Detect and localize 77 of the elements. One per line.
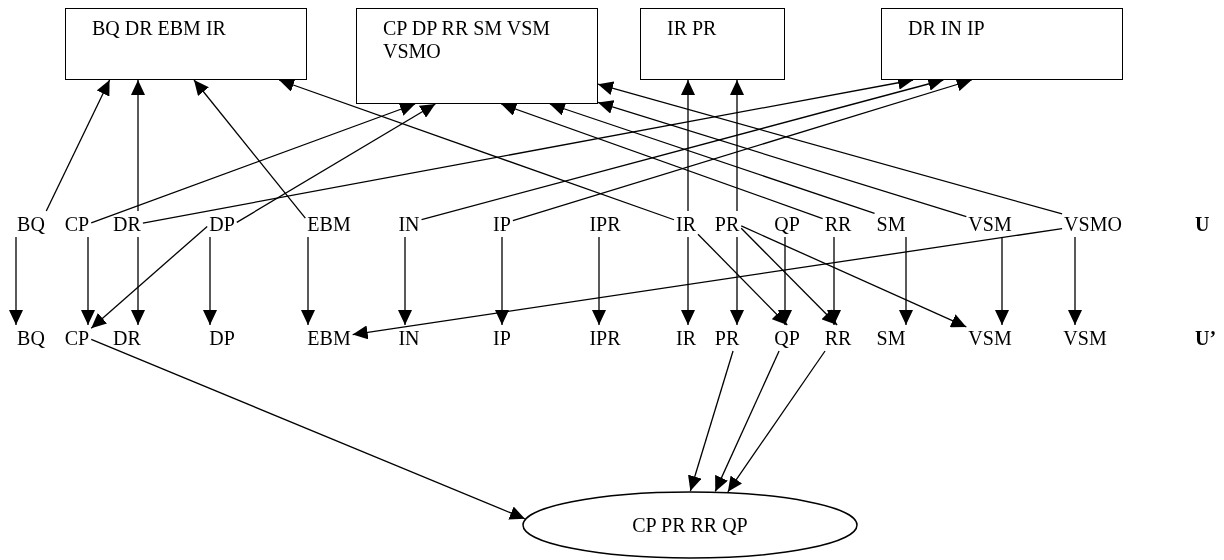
variable-label: QP — [772, 325, 802, 351]
arrow — [131, 79, 145, 212]
arrow — [681, 79, 695, 212]
process-box — [640, 8, 785, 80]
variable-label: BQ — [15, 211, 47, 237]
arrow — [301, 236, 315, 326]
arrow — [236, 103, 436, 223]
arrow — [9, 236, 23, 326]
variable-label: SM — [874, 325, 908, 351]
variable-label: PR — [712, 325, 742, 351]
arrow — [597, 100, 967, 218]
box-label: IR PR — [667, 17, 717, 40]
arrow — [90, 338, 526, 520]
variable-label: VSM — [1061, 325, 1109, 351]
arrow — [597, 81, 1063, 215]
box-label: BQ DR EBM IR — [92, 17, 226, 40]
arrow — [90, 102, 416, 224]
arrow — [1068, 236, 1082, 326]
variable-label: RR — [822, 211, 854, 237]
arrow — [727, 350, 826, 493]
variable-label: IPR — [587, 211, 623, 237]
arrow — [549, 102, 876, 215]
arrow — [714, 350, 780, 493]
arrow — [995, 236, 1009, 326]
variable-label: VSM — [966, 211, 1014, 237]
variable-label: QP — [772, 211, 802, 237]
variable-label: IP — [491, 325, 513, 351]
variable-label: VSMO — [1062, 211, 1124, 237]
variable-label: IP — [491, 211, 513, 237]
variable-label: IR — [674, 211, 698, 237]
row-label: U’ — [1195, 326, 1217, 350]
arrow — [193, 79, 306, 219]
arrow — [592, 236, 606, 326]
arrow — [131, 236, 145, 326]
arrow — [681, 236, 695, 326]
arrow — [398, 236, 412, 326]
variable-label: EBM — [305, 211, 353, 237]
variable-label: CP — [62, 325, 92, 351]
arrow — [740, 225, 967, 328]
variable-label: IN — [396, 325, 422, 351]
arrow — [45, 79, 111, 212]
arrow — [352, 227, 1063, 340]
ellipse-label: CP PR RR QP — [632, 513, 748, 537]
row-label: U — [1195, 212, 1210, 236]
arrow — [899, 236, 913, 326]
variable-label: IPR — [587, 325, 623, 351]
arrow — [778, 236, 792, 326]
variable-label: DR — [111, 211, 143, 237]
variable-label: PR — [712, 211, 742, 237]
process-box — [881, 8, 1123, 80]
arrow — [740, 227, 838, 326]
variable-label: VSM — [966, 325, 1014, 351]
variable-label: DP — [207, 211, 237, 237]
variable-label: IR — [674, 325, 698, 351]
variable-label: RR — [822, 325, 854, 351]
variable-label: DP — [207, 325, 237, 351]
arrow — [730, 79, 744, 212]
arrow — [203, 236, 217, 326]
arrow — [730, 236, 744, 326]
variable-label: IN — [396, 211, 422, 237]
arrow — [827, 236, 841, 326]
variable-label: BQ — [15, 325, 47, 351]
arrow — [495, 236, 509, 326]
arrow — [500, 102, 824, 220]
variable-label: CP — [62, 211, 92, 237]
box-label: DR IN IP — [908, 17, 985, 40]
variable-label: SM — [874, 211, 908, 237]
arrow — [81, 236, 95, 326]
process-box — [65, 8, 307, 80]
variable-label: DR — [111, 325, 143, 351]
arrow — [697, 233, 788, 326]
process-box — [356, 8, 598, 104]
arrow — [278, 78, 675, 221]
box-label: CP DP RR SM VSM VSMO — [383, 17, 552, 63]
arrow — [688, 350, 734, 492]
variable-label: EBM — [305, 325, 353, 351]
arrow — [90, 225, 208, 329]
